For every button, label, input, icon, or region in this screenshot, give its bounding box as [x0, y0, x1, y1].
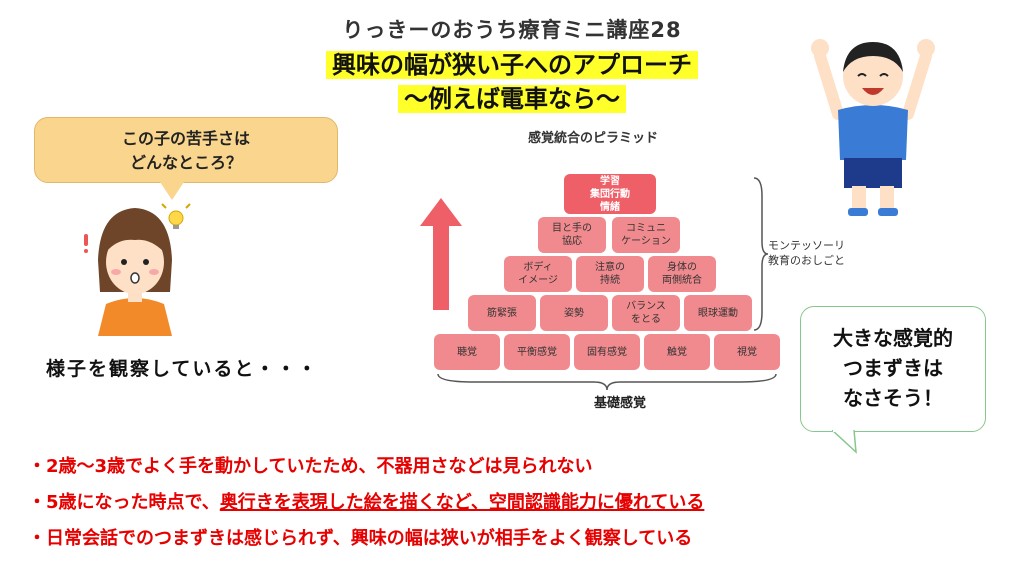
- pyramid-block: ボディ イメージ: [504, 256, 572, 292]
- pyramid-block: コミュニ ケーション: [612, 217, 680, 253]
- montessori-line1: モンテッソーリ: [768, 239, 845, 252]
- bubble-line1: この子の苦手さは: [121, 129, 250, 148]
- pyramid-block: 触覚: [644, 334, 710, 370]
- pyramid-block: 目と手の 協応: [538, 217, 606, 253]
- pyramid-block: 姿勢: [540, 295, 608, 331]
- conclusion-speech-bubble: 大きな感覚的 つまずきは なさそう！: [800, 306, 986, 432]
- base-brace: [437, 373, 777, 391]
- pyramid-block: 平衡感覚: [504, 334, 570, 370]
- pyramid-block: 眼球運動: [684, 295, 752, 331]
- observation-bullet-3: ・日常会話でのつまずきは感じられず、興味の幅は狭いが相手をよく観察している: [28, 528, 693, 549]
- question-speech-bubble: この子の苦手さは どんなところ？: [34, 117, 338, 183]
- montessori-line2: 教育のおしごと: [768, 254, 845, 267]
- up-arrow-icon: [420, 198, 462, 310]
- pyramid-block: 筋緊張: [468, 295, 536, 331]
- side-brace: [753, 177, 769, 331]
- pyramid-block: 視覚: [714, 334, 780, 370]
- cheering-boy-illustration: [811, 39, 935, 216]
- base-senses-label: 基礎感覚: [593, 396, 646, 411]
- observation-bullet-1: ・2歳〜3歳でよく手を動かしていたため、不器用さなどは見られない: [28, 456, 593, 477]
- bubble-tail: [160, 182, 184, 200]
- pyramid-block: 聴覚: [434, 334, 500, 370]
- pyramid-block: 注意の 持続: [576, 256, 644, 292]
- conclusion-line2: つまずきは: [843, 356, 943, 380]
- main-title-line1: 興味の幅が狭い子へのアプローチ: [326, 51, 698, 79]
- conclusion-line3: なさそう！: [843, 386, 943, 410]
- pyramid-title: 感覚統合のピラミッド: [528, 131, 659, 146]
- observation-text: 様子を観察していると・・・: [46, 358, 319, 380]
- pyramid-block: 固有感覚: [574, 334, 640, 370]
- bubble-line2: どんなところ？: [129, 153, 242, 172]
- thinking-girl-illustration: [84, 203, 191, 336]
- pyramid-block: 身体の 両側統合: [648, 256, 716, 292]
- montessori-label: モンテッソーリ 教育のおしごと: [768, 238, 845, 268]
- observation-bullet-2: ・5歳になった時点で、奥行きを表現した絵を描くなど、空間認識能力に優れている: [28, 488, 704, 514]
- conclusion-line1: 大きな感覚的: [833, 326, 953, 350]
- bubble-tail: [832, 430, 857, 454]
- main-title-line2: 〜例えば電車なら〜: [398, 85, 626, 113]
- series-title: りっきーのおうち療育ミニ講座28: [342, 18, 682, 42]
- bullet-2-prefix: ・5歳になった時点で、: [28, 492, 220, 513]
- bullet-2-underlined: 奥行きを表現した絵を描くなど、空間認識能力に優れている: [219, 492, 705, 513]
- pyramid-top-block: 学習 集団行動 情緒: [564, 174, 656, 214]
- pyramid-block: バランス をとる: [612, 295, 680, 331]
- main-title: 興味の幅が狭い子へのアプローチ 〜例えば電車なら〜: [0, 48, 1024, 116]
